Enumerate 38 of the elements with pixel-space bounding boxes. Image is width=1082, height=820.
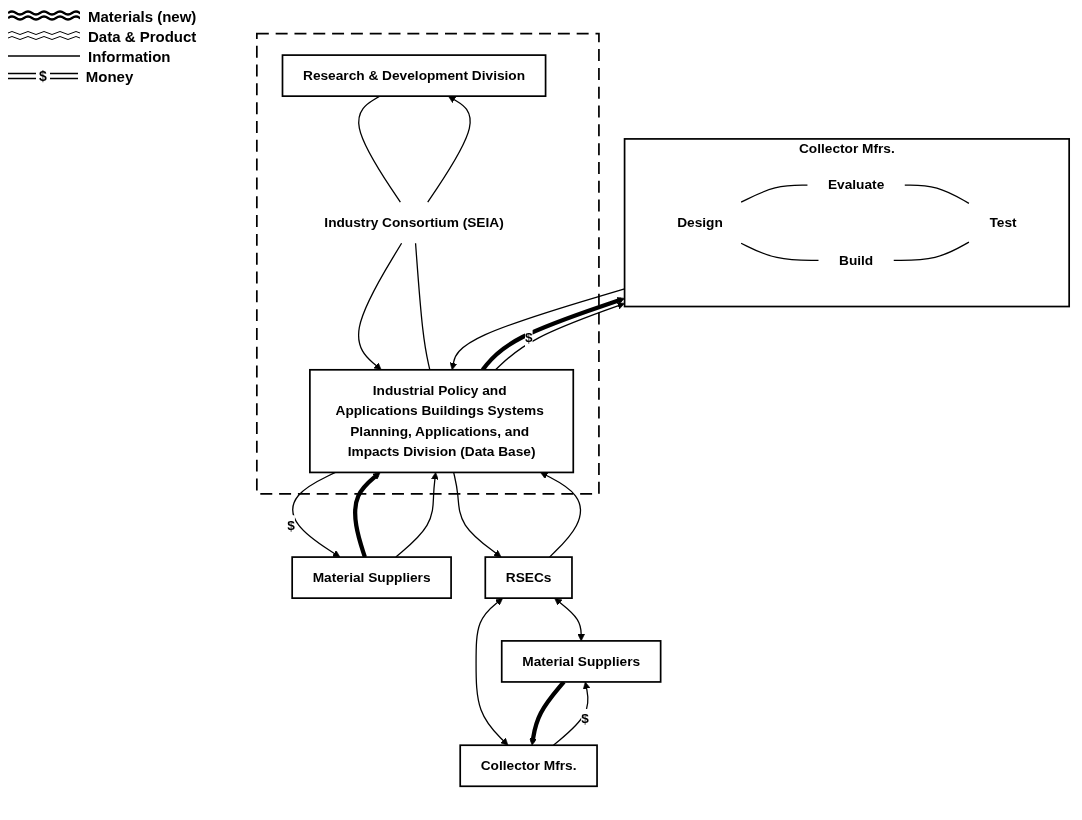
edge-label: $ [581,711,589,726]
edge-label: $ [524,330,533,346]
arrow [353,472,381,558]
node-box: RSECs [484,556,573,599]
legend-label: Data & Product [88,27,197,45]
arrow [554,598,585,642]
legend-label: Materials (new) [88,7,197,25]
node-box: Industrial Policy and Applications Buildings Systems Planning, Applications, and Impacts Division (Data Base) [309,368,575,474]
arrow [427,95,471,203]
connector [358,95,401,203]
node-box: Collector Mfrs. [459,744,598,788]
legend-label: Information [88,47,171,65]
node-box: Material Suppliers [291,556,452,599]
edge-label: $ [287,517,295,533]
node-text: Evaluate [827,177,885,192]
arrow [494,302,625,371]
arrow [552,681,591,746]
dollar-sign-label: $ [39,69,47,83]
arrow [358,242,403,371]
arrow [453,471,502,558]
node-text: Build [839,252,874,268]
connector [740,242,820,261]
arrow [395,472,439,558]
arrow [292,471,341,558]
cluster [256,32,600,495]
legend-label: Money [85,67,134,85]
connector [904,184,970,204]
node-text: Industry Consortium (SEIA) [324,215,504,230]
arrow [475,598,509,746]
node-box: Research & Development Division [281,54,547,97]
connector [893,241,970,261]
node-text: Test [989,215,1017,230]
arrow [540,472,581,558]
node-box: Material Suppliers [500,640,662,683]
node-text: Design [677,215,723,230]
connector [740,184,809,203]
arrow [529,680,566,746]
connector [414,242,431,371]
